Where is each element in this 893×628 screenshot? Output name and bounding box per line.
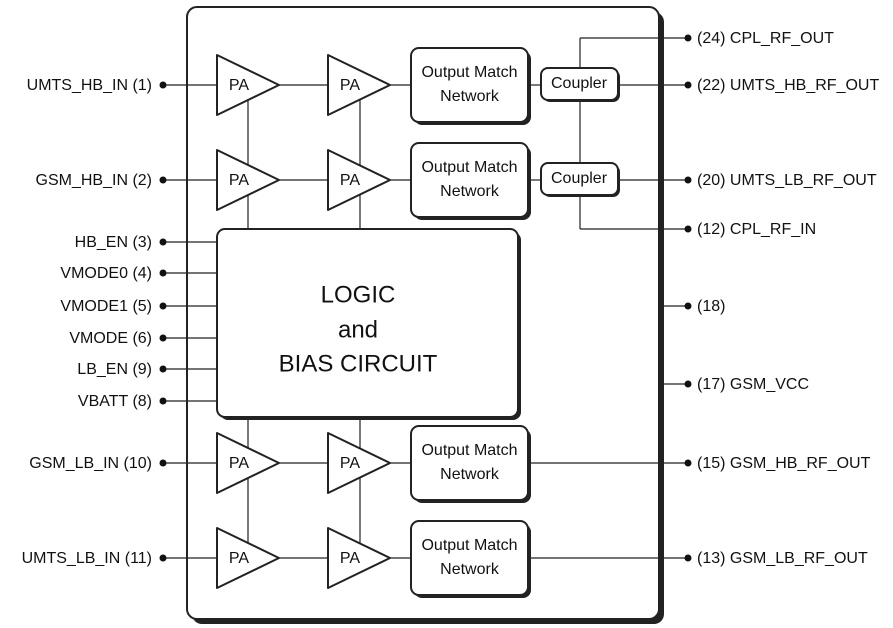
network-label-line1: Output Match bbox=[421, 442, 517, 459]
network-label-line1: Output Match bbox=[421, 64, 517, 81]
network-label-line2: Network bbox=[440, 183, 500, 200]
pin-dot bbox=[684, 81, 692, 89]
amplifier-triangle bbox=[216, 527, 280, 589]
output-match-network bbox=[410, 47, 529, 123]
left-pin-label: LB_EN (9) bbox=[77, 361, 152, 378]
logic-block-line2: and bbox=[338, 316, 378, 343]
right-pin-label: (18) bbox=[697, 298, 725, 315]
amplifier-label: PA bbox=[340, 455, 360, 472]
amplifier-label: PA bbox=[229, 77, 249, 94]
amplifier-triangle bbox=[327, 149, 391, 211]
pin-dot bbox=[684, 302, 692, 310]
pin-dot bbox=[159, 269, 167, 277]
amplifier-triangle bbox=[327, 432, 391, 494]
pin-dot bbox=[159, 176, 167, 184]
left-pin-label: GSM_LB_IN (10) bbox=[29, 455, 152, 472]
output-match-network bbox=[410, 425, 529, 501]
left-pin-label: UMTS_LB_IN (11) bbox=[22, 550, 152, 567]
pin-dot bbox=[159, 238, 167, 246]
coupler-label: Coupler bbox=[551, 170, 608, 187]
amplifier-label: PA bbox=[340, 172, 360, 189]
amplifier-triangle bbox=[216, 432, 280, 494]
pin-dot bbox=[684, 459, 692, 467]
right-pin-label: (13) GSM_LB_RF_OUT bbox=[697, 550, 868, 567]
amplifier-triangle bbox=[216, 54, 280, 116]
network-label-line1: Output Match bbox=[421, 537, 517, 554]
right-pin-label: (12) CPL_RF_IN bbox=[697, 221, 816, 238]
pin-dot bbox=[159, 397, 167, 405]
amplifier-label: PA bbox=[229, 550, 249, 567]
pin-dot bbox=[684, 34, 692, 42]
pin-dot bbox=[684, 176, 692, 184]
pin-dot bbox=[159, 302, 167, 310]
amplifier-label: PA bbox=[229, 172, 249, 189]
pin-dot bbox=[159, 81, 167, 89]
left-pin-label: VMODE0 (4) bbox=[60, 265, 152, 282]
left-pin-label: VMODE1 (5) bbox=[60, 298, 152, 315]
left-pin-label: HB_EN (3) bbox=[75, 234, 152, 251]
logic-block-line1: LOGIC bbox=[321, 281, 396, 308]
pin-dot bbox=[159, 459, 167, 467]
right-pin-label: (22) UMTS_HB_RF_OUT bbox=[697, 77, 879, 94]
network-label-line2: Network bbox=[440, 466, 500, 483]
pin-dot bbox=[684, 554, 692, 562]
amplifier-label: PA bbox=[340, 550, 360, 567]
right-pin-label: (24) CPL_RF_OUT bbox=[697, 30, 834, 47]
coupler-block bbox=[540, 162, 619, 196]
amplifier-triangle bbox=[327, 527, 391, 589]
left-pin-label: GSM_HB_IN (2) bbox=[36, 172, 152, 189]
pin-dot bbox=[159, 334, 167, 342]
pin-dot bbox=[159, 365, 167, 373]
left-pin-label: UMTS_HB_IN (1) bbox=[27, 77, 152, 94]
right-pin-label: (20) UMTS_LB_RF_OUT bbox=[697, 172, 877, 189]
amplifier-label: PA bbox=[340, 77, 360, 94]
pin-labels: UMTS_HB_IN (1) GSM_HB_IN (2) HB_EN (3) VMOD… bbox=[22, 30, 880, 567]
coupler-label: Coupler bbox=[551, 75, 608, 92]
pin-dot bbox=[159, 554, 167, 562]
right-pin-label: (15) GSM_HB_RF_OUT bbox=[697, 455, 871, 472]
left-pin-label: VBATT (8) bbox=[78, 393, 152, 410]
coupler-block bbox=[540, 67, 619, 101]
amplifier-triangle bbox=[327, 54, 391, 116]
amplifier-triangle bbox=[216, 149, 280, 211]
pin-dot bbox=[684, 380, 692, 388]
left-pin-label: VMODE (6) bbox=[69, 330, 152, 347]
connection-wires bbox=[163, 37, 688, 559]
output-match-network bbox=[410, 142, 529, 218]
network-label-line2: Network bbox=[440, 561, 500, 578]
output-match-network bbox=[410, 520, 529, 596]
right-pin-label: (17) GSM_VCC bbox=[697, 376, 809, 393]
network-label-line2: Network bbox=[440, 88, 500, 105]
logic-bias-block bbox=[216, 228, 519, 418]
logic-block-line3: BIAS CIRCUIT bbox=[279, 350, 438, 377]
network-label-line1: Output Match bbox=[421, 159, 517, 176]
amplifier-label: PA bbox=[229, 455, 249, 472]
pin-dot bbox=[684, 225, 692, 233]
